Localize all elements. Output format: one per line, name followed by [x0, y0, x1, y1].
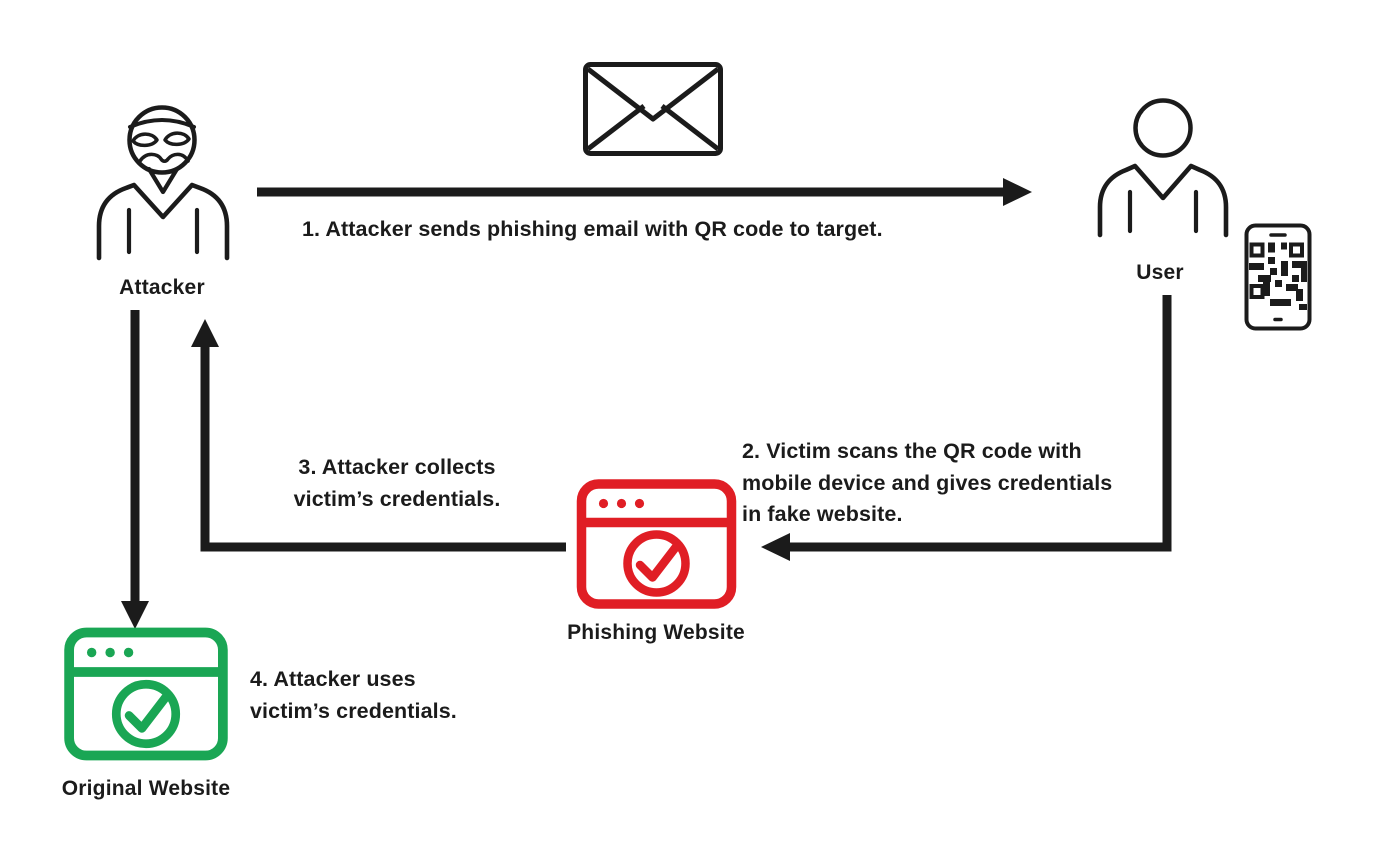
step2-caption: 2. Victim scans the QR code with mobile … — [742, 439, 1113, 526]
goatee — [146, 166, 180, 195]
arrow-phishing-site-to-attacker — [191, 319, 566, 552]
original-website-browser-icon — [64, 627, 228, 761]
mask-eye-right — [163, 131, 191, 147]
smartphone-qr-icon — [1244, 223, 1312, 331]
step4-caption: 4. Attacker uses victim’s credentials. — [250, 667, 457, 723]
masked-attacker-icon — [96, 105, 230, 261]
user-label: User — [1136, 261, 1184, 284]
attacker-label: Attacker — [119, 276, 205, 299]
arrow-user-to-phishing-site — [761, 295, 1172, 561]
arrow-attacker-to-user — [257, 178, 1032, 206]
step1-caption: 1. Attacker sends phishing email with QR… — [302, 217, 883, 241]
mustache — [138, 152, 190, 164]
envelope-icon — [583, 62, 723, 156]
mask-eye-left — [131, 132, 159, 148]
check-icon — [635, 543, 680, 582]
original-website-label: Original Website — [61, 777, 231, 800]
phishing-website-label: Phishing Website — [567, 621, 745, 644]
torso — [1097, 163, 1229, 238]
phishing-website-browser-icon — [576, 479, 737, 609]
qr-code-pattern — [1249, 242, 1307, 310]
person-icon — [1097, 98, 1229, 238]
arrow-attacker-to-original-site — [121, 310, 149, 629]
hat-band — [128, 118, 196, 129]
check-icon — [124, 693, 170, 733]
step3-caption: 3. Attacker collects victim’s credential… — [293, 455, 501, 511]
torso — [96, 182, 230, 261]
